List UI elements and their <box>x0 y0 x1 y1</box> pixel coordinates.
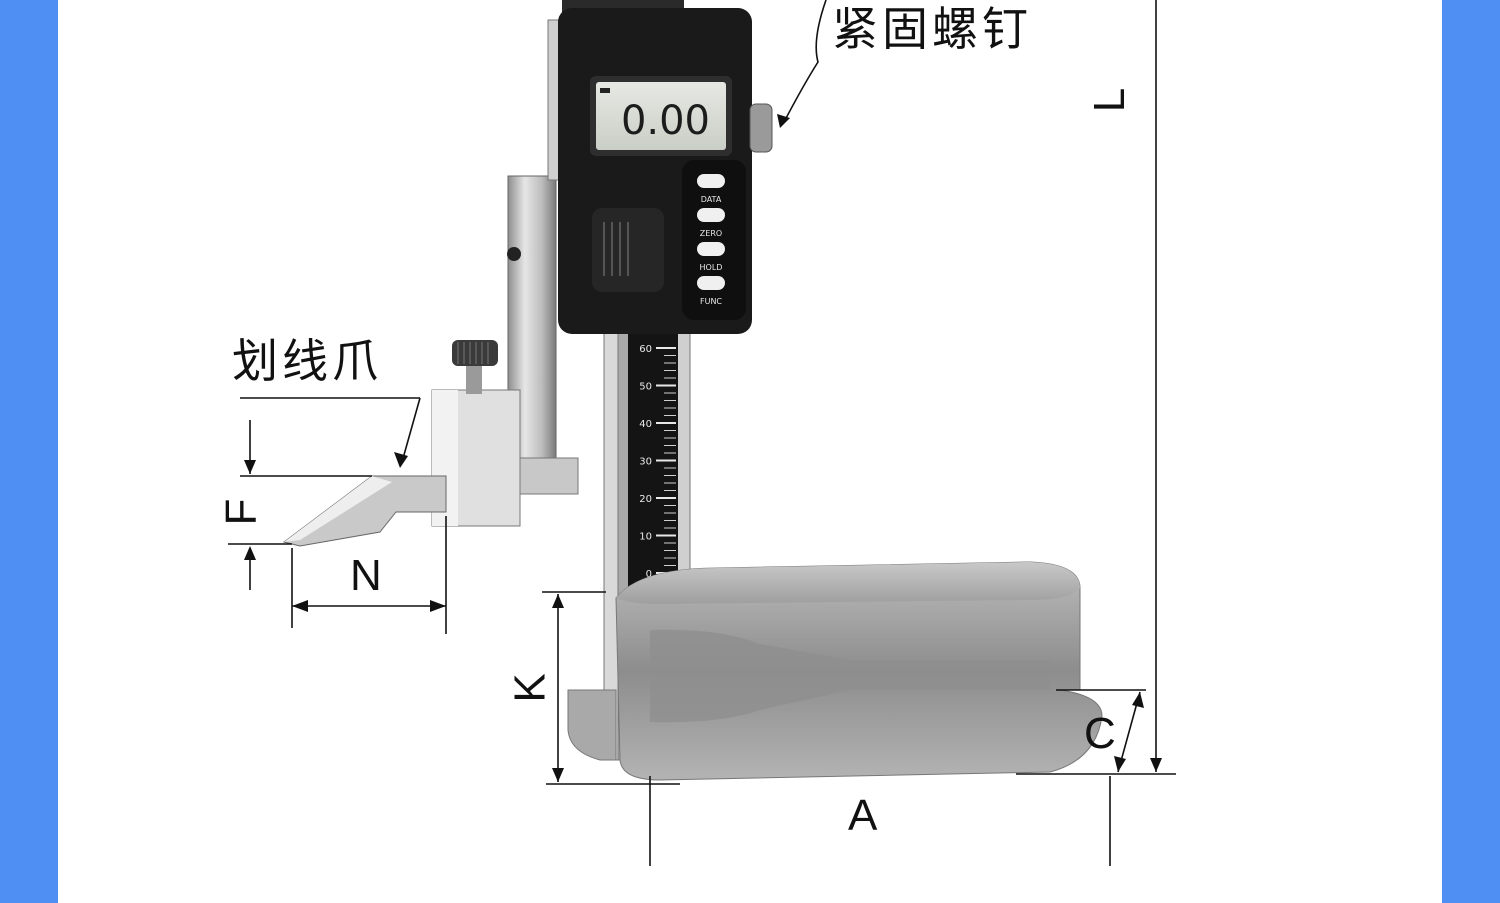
diagram-canvas: 60 50 40 30 20 10 0 <box>58 0 1442 903</box>
height-gauge-illustration: 60 50 40 30 20 10 0 <box>228 0 1176 866</box>
lock-screw-label: 紧固螺钉 <box>832 2 1032 56</box>
scale-strip: 60 50 40 30 20 10 0 <box>628 330 678 600</box>
dim-F-label: F <box>216 498 266 526</box>
button-panel: DATA ZERO HOLD FUNC <box>697 174 725 306</box>
dim-A-label: A <box>848 791 878 840</box>
lcd-screen <box>596 82 726 150</box>
scale-tick-label: 30 <box>639 457 652 468</box>
scriber-blade <box>282 475 447 547</box>
gauge-button-label: HOLD <box>700 263 723 272</box>
gauge-base <box>567 561 1103 781</box>
gauge-button-label: FUNC <box>700 297 722 306</box>
scriber-label: 划线爪 <box>232 334 382 388</box>
scale-tick-label: 60 <box>639 344 652 355</box>
scale-tick-label: 50 <box>639 382 652 393</box>
gauge-button-data <box>697 174 725 188</box>
scale-tick-label: 20 <box>639 494 652 505</box>
scriber-clamp <box>431 340 521 527</box>
lcd-reading: 0.00 <box>621 98 710 144</box>
gauge-button-hold <box>697 242 725 256</box>
digital-head: 0.00 <box>558 0 773 334</box>
dim-K-label: K <box>505 673 555 703</box>
gauge-button-label: DATA <box>701 195 722 204</box>
dim-C-label: C <box>1084 709 1116 758</box>
scale-tick-label: 0 <box>646 569 652 580</box>
scale-tick-label: 10 <box>639 532 652 543</box>
dim-N-label: N <box>350 551 382 600</box>
dim-L-label: L <box>1085 87 1135 113</box>
scale-tick-label: 40 <box>639 419 652 430</box>
gauge-button-func <box>697 276 725 290</box>
gauge-button-label: ZERO <box>700 229 722 238</box>
dimension-lines <box>228 0 1176 866</box>
scale-ticks: 60 50 40 30 20 10 0 <box>639 344 676 580</box>
gauge-button-zero <box>697 208 725 222</box>
